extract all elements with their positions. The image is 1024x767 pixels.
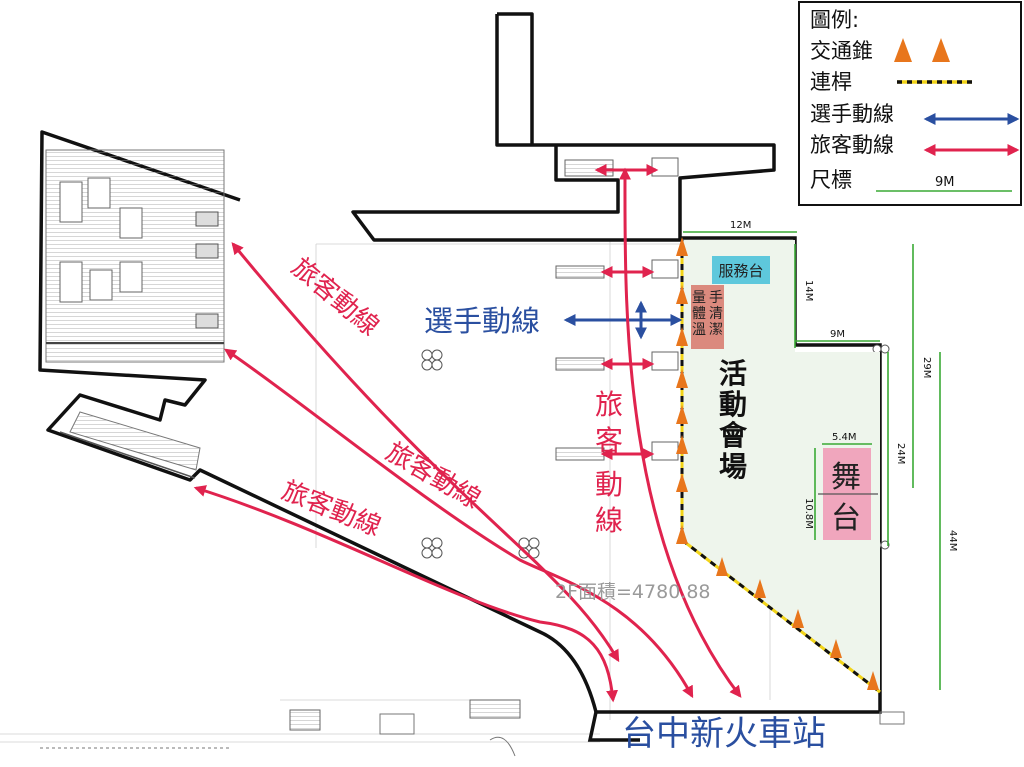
svg-text:10.8M: 10.8M	[803, 498, 814, 529]
service-desk-label: 服務台	[718, 262, 763, 280]
svg-text:12M: 12M	[730, 220, 751, 231]
svg-text:14M: 14M	[803, 280, 814, 301]
escalator-lower-left	[59, 411, 201, 479]
svg-text:會: 會	[719, 419, 748, 452]
legend-passenger-label: 旅客動線	[810, 133, 894, 157]
svg-text:24M: 24M	[895, 443, 906, 464]
svg-text:5.4M: 5.4M	[832, 432, 857, 443]
floor-area-label: 2F面積=4780.88	[555, 581, 711, 603]
passenger-routes	[193, 164, 742, 703]
svg-text:活: 活	[719, 357, 747, 390]
svg-text:44M: 44M	[947, 530, 958, 551]
bottom-structures	[40, 711, 905, 757]
grandstand	[45, 149, 225, 363]
dimension-lines	[683, 231, 941, 690]
legend-scale-label: 尺標	[810, 168, 852, 192]
svg-text:29M: 29M	[921, 357, 932, 378]
legend-pole-label: 連桿	[810, 70, 852, 94]
svg-text:動: 動	[719, 388, 747, 421]
svg-text:場: 場	[719, 450, 747, 483]
traffic-cone	[754, 579, 766, 598]
legend: 圖例: 交通錐 連桿 選手動線 旅客動線 尺標 9M	[798, 1, 1022, 206]
svg-text:9M: 9M	[830, 329, 845, 340]
building-outline	[351, 12, 776, 242]
traffic-cone	[867, 671, 879, 690]
svg-text:客: 客	[595, 424, 623, 457]
legend-cone-label: 交通錐	[810, 39, 873, 63]
activity-area-label: 活 動 會 場	[719, 357, 748, 483]
legend-scale-value: 9M	[935, 175, 955, 190]
dimension-labels: 12M 14M 9M 29M 24M 44M 5.4M 10.8M	[730, 220, 958, 551]
traffic-cone	[830, 639, 842, 658]
stage-label-1: 舞	[831, 460, 861, 495]
legend-title: 圖例:	[810, 8, 859, 32]
svg-text:動: 動	[595, 468, 623, 501]
cone-icon	[894, 38, 912, 62]
stage-label-2: 台	[831, 501, 861, 536]
station-name: 台中新火車站	[622, 714, 826, 754]
athlete-route	[563, 300, 683, 340]
legend-athlete-label: 選手動線	[810, 102, 894, 126]
athlete-route-label: 選手動線	[424, 304, 540, 338]
svg-text:旅: 旅	[595, 388, 623, 421]
health-station-text: 手清潔	[709, 290, 723, 338]
svg-text:線: 線	[595, 504, 623, 537]
legend-box	[798, 1, 1022, 206]
passenger-route-label-vertical: 旅 客 動 線	[595, 388, 623, 537]
cone-icon	[932, 38, 950, 62]
health-station-text: 量體溫	[692, 290, 706, 338]
traffic-cone	[792, 609, 804, 628]
passenger-route-label-1: 旅客動線	[286, 252, 385, 342]
